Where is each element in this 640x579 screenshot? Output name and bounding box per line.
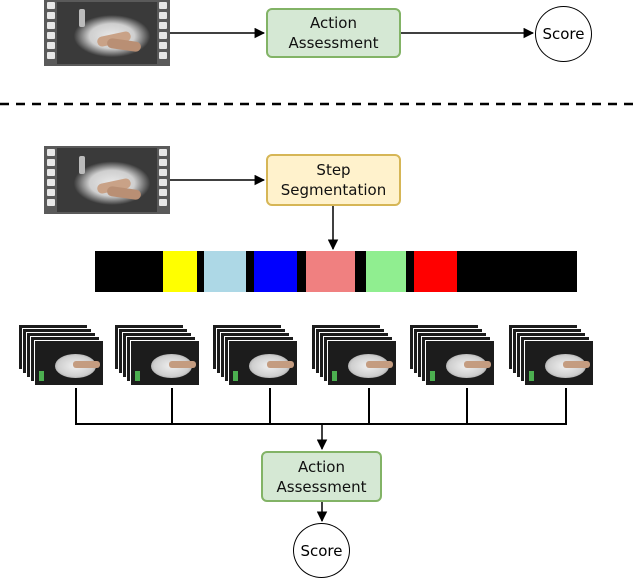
step-segmentation-box: Step Segmentation: [266, 154, 401, 206]
segment-3: [197, 251, 204, 292]
clip-stack-4: [311, 324, 399, 388]
step-segmentation-line1: Step: [316, 161, 351, 179]
action-assessment-box-bottom: Action Assessment: [261, 451, 382, 502]
clip-connectors: [75, 388, 567, 425]
segment-7: [297, 251, 306, 292]
segment-1: [95, 251, 163, 292]
score-label-top: Score: [542, 25, 585, 43]
segment-bar: [95, 251, 577, 292]
clip-frame: [425, 340, 495, 386]
segment-9: [355, 251, 366, 292]
segment-2: [163, 251, 197, 292]
score-node-bottom: Score: [293, 523, 350, 578]
segment-11: [406, 251, 414, 292]
clip-stack-3: [212, 324, 300, 388]
clip-frame: [130, 340, 200, 386]
action-assessment-line1: Action: [310, 14, 357, 32]
video-clip-icon-top: [44, 0, 170, 66]
action-assessment-line1-bottom: Action: [298, 457, 345, 476]
action-assessment-line2-bottom: Assessment: [276, 477, 367, 496]
segment-13: [457, 251, 577, 292]
clip-frame: [228, 340, 298, 386]
segment-8: [306, 251, 355, 292]
segment-5: [246, 251, 254, 292]
action-assessment-line2: Assessment: [288, 34, 379, 52]
clip-stack-2: [114, 324, 202, 388]
clip-stack-6: [508, 324, 596, 388]
clip-stack-1: [18, 324, 106, 388]
step-segmentation-line2: Segmentation: [280, 181, 387, 199]
segment-12: [414, 251, 457, 292]
clip-frame: [34, 340, 104, 386]
action-assessment-box-top: Action Assessment: [266, 8, 401, 58]
segment-6: [254, 251, 297, 292]
clip-stack-5: [409, 324, 497, 388]
clip-frame: [524, 340, 594, 386]
segment-10: [366, 251, 406, 292]
segment-4: [204, 251, 246, 292]
score-node-top: Score: [535, 6, 592, 62]
clip-frame: [327, 340, 397, 386]
video-clip-icon-bottom: [44, 146, 170, 214]
score-label-bottom: Score: [300, 541, 343, 560]
